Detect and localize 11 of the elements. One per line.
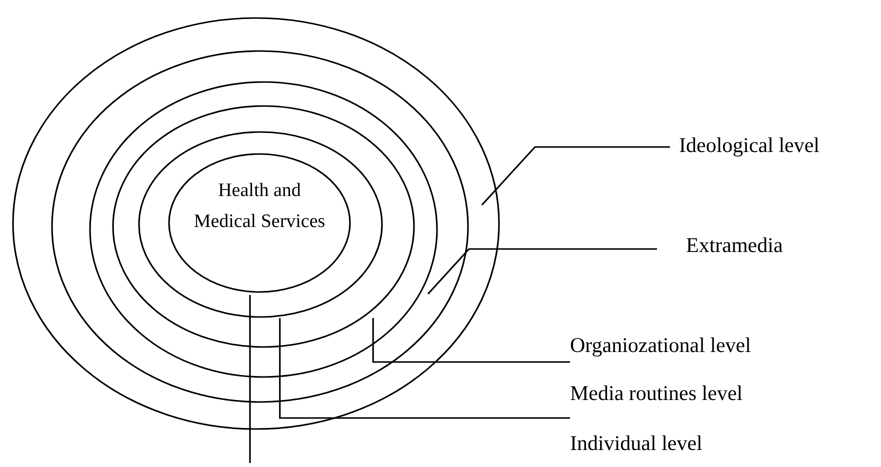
center-label: Health and Medical Services <box>192 179 326 234</box>
level-label: Ideological level <box>679 133 820 157</box>
level-label: Media routines level <box>570 381 743 405</box>
leader-line <box>427 248 657 294</box>
level-label: Extramedia <box>686 233 783 257</box>
leader-line <box>249 295 251 463</box>
leader-line <box>481 146 670 206</box>
leader-line <box>372 318 570 363</box>
leader-line <box>279 318 570 419</box>
level-label: Organiozational level <box>570 333 751 357</box>
level-label: Individual level <box>570 431 702 455</box>
